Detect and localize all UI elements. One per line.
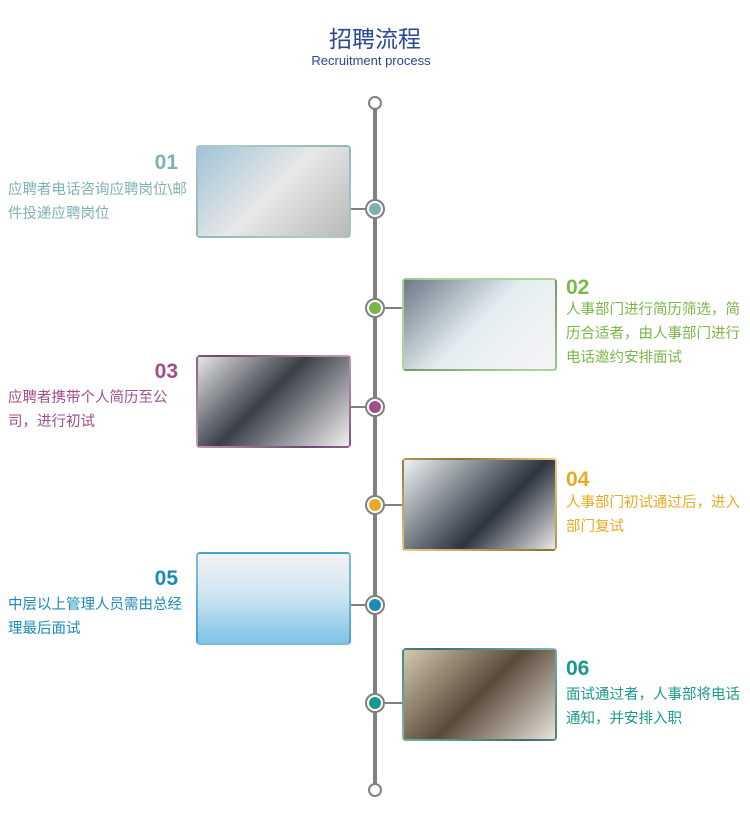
step-connector [351, 604, 367, 606]
step-description: 中层以上管理人员需由总经理最后面试 [8, 597, 182, 637]
step-photo [402, 648, 557, 741]
step-photo [196, 355, 351, 448]
step-connector [351, 406, 367, 408]
step-dot [365, 199, 385, 219]
step-number: 04 [566, 468, 590, 491]
step-connector [385, 504, 402, 506]
step-description: 应聘者电话咨询应聘岗位\邮件投递应聘岗位 [8, 182, 187, 222]
step-number: 02 [566, 276, 590, 299]
step-photo [402, 458, 557, 551]
step-dot [365, 693, 385, 713]
step-photo [196, 145, 351, 238]
step-dot [365, 595, 385, 615]
step-connector [385, 307, 402, 309]
step-description: 应聘者携带个人简历至公司，进行初试 [8, 390, 168, 430]
step-number: 06 [566, 657, 590, 680]
step-number: 05 [154, 567, 178, 590]
step-description: 面试通过者，人事部将电话通知，并安排入职 [566, 687, 740, 727]
step-connector [351, 208, 367, 210]
page-title: 招聘流程 [329, 27, 421, 53]
page-subtitle: Recruitment process [311, 53, 431, 68]
timeline-line [373, 108, 377, 786]
step-dot [365, 495, 385, 515]
step-dot [365, 397, 385, 417]
step-photo [402, 278, 557, 371]
step-dot [365, 298, 385, 318]
step-description: 人事部门进行简历筛选，简历合适者，由人事部门进行电话邀约安排面试 [566, 302, 740, 366]
timeline-end-cap [368, 783, 382, 797]
step-description: 人事部门初试通过后，进入部门复试 [566, 495, 740, 535]
step-photo [196, 552, 351, 645]
step-number: 01 [154, 151, 178, 174]
timeline-start-cap [368, 96, 382, 110]
step-number: 03 [154, 360, 178, 383]
step-connector [385, 702, 402, 704]
